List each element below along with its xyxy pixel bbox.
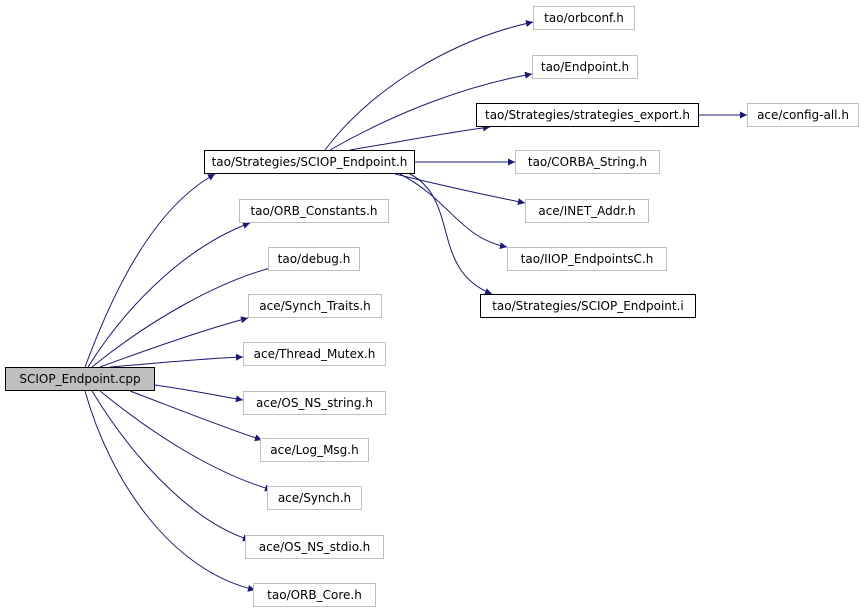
edge-cpp-to-thread-mutex <box>109 353 244 368</box>
edge-cpp-to-sciop-h <box>84 173 216 368</box>
edge-cpp-to-synch-traits <box>99 316 249 368</box>
edge-h-to-orbconf <box>324 20 534 151</box>
edge-h-to-strategies-export <box>349 124 491 151</box>
node-orb-core-h[interactable]: tao/ORB_Core.h <box>253 583 376 607</box>
node-synch-traits-h[interactable]: ace/Synch_Traits.h <box>248 294 382 318</box>
edge-cpp-to-synch <box>99 390 273 492</box>
edge-h-to-endpoint <box>329 71 533 151</box>
edge-cpp-to-os-ns-string <box>154 384 244 403</box>
node-inet-addr-h[interactable]: ace/INET_Addr.h <box>525 199 649 223</box>
node-sciop-endpoint-i[interactable]: tao/Strategies/SCIOP_Endpoint.i <box>480 294 696 318</box>
node-debug-h[interactable]: tao/debug.h <box>268 247 360 271</box>
node-synch-h[interactable]: ace/Synch.h <box>267 486 362 510</box>
node-endpoint-h[interactable]: tao/Endpoint.h <box>532 55 638 79</box>
node-log-msg-h[interactable]: ace/Log_Msg.h <box>260 438 369 462</box>
node-strategies-export-h[interactable]: tao/Strategies/strategies_export.h <box>476 103 699 127</box>
node-orb-constants-h[interactable]: tao/ORB_Constants.h <box>239 199 389 223</box>
edge-h-to-iiop-endpointsc <box>399 173 508 250</box>
edge-h-to-sciop-i <box>409 173 493 295</box>
edge-cpp-to-orb-core <box>84 390 256 592</box>
edge-cpp-to-debug <box>91 264 279 368</box>
node-orbconf-h[interactable]: tao/orbconf.h <box>533 6 635 30</box>
edge-cpp-to-log-msg <box>129 390 263 442</box>
edge-h-to-inet-addr <box>394 173 526 206</box>
node-os-ns-stdio-h[interactable]: ace/OS_NS_stdio.h <box>245 535 384 559</box>
node-iiop-endpointsc-h[interactable]: tao/IIOP_EndpointsC.h <box>507 247 667 271</box>
edge-cpp-to-orb-constants <box>87 222 251 368</box>
node-os-ns-string-h[interactable]: ace/OS_NS_string.h <box>243 391 386 415</box>
node-sciop-endpoint-h[interactable]: tao/Strategies/SCIOP_Endpoint.h <box>204 150 415 174</box>
node-corba-string-h[interactable]: tao/CORBA_String.h <box>515 150 660 174</box>
edge-cpp-to-os-ns-stdio <box>91 390 251 542</box>
node-config-all-h[interactable]: ace/config-all.h <box>747 103 859 127</box>
node-thread-mutex-h[interactable]: ace/Thread_Mutex.h <box>243 342 386 366</box>
node-sciop-endpoint-cpp[interactable]: SCIOP_Endpoint.cpp <box>5 367 155 391</box>
